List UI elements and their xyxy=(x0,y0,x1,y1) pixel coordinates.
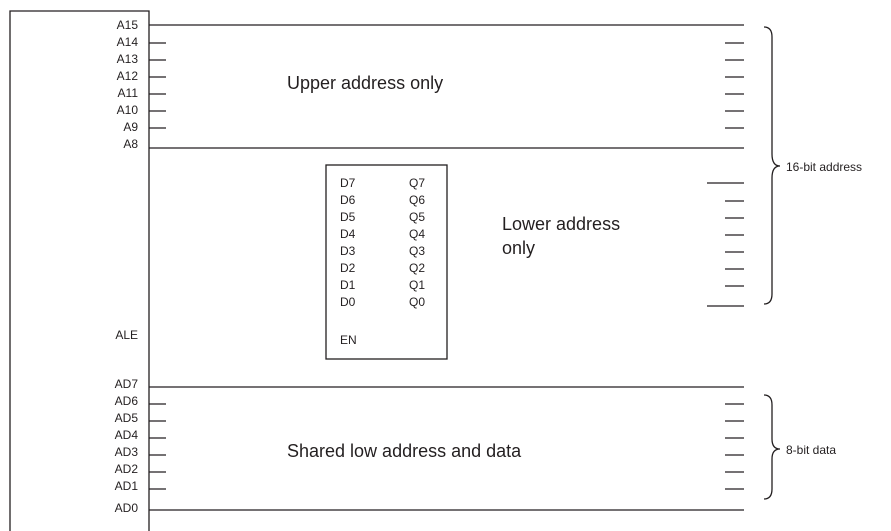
pin-label-a9: A9 xyxy=(123,120,138,134)
pin-label-a8: A8 xyxy=(123,137,138,151)
latch-pin-d4: D4 xyxy=(340,227,356,241)
latch-pin-d2: D2 xyxy=(340,261,356,275)
latch-pin-q6: Q6 xyxy=(409,193,425,207)
latch-pin-q7: Q7 xyxy=(409,176,425,190)
latch-pin-q5: Q5 xyxy=(409,210,425,224)
data-pins: AD7 AD6 AD5 AD4 AD3 AD2 AD1 AD0 Shared l… xyxy=(115,377,744,515)
pin-label-ale: ALE xyxy=(115,328,138,342)
latch-pin-d0: D0 xyxy=(340,295,356,309)
latch-pin-en: EN xyxy=(340,333,357,347)
pin-label-ad0: AD0 xyxy=(115,501,139,515)
latch-pin-d5: D5 xyxy=(340,210,356,224)
pin-label-ad7: AD7 xyxy=(115,377,139,391)
latch-pin-q1: Q1 xyxy=(409,278,425,292)
latch-pin-q3: Q3 xyxy=(409,244,425,258)
pin-label-a10: A10 xyxy=(117,103,139,117)
latch-pin-q0: Q0 xyxy=(409,295,425,309)
address-brace-label: 16-bit address xyxy=(786,160,862,174)
latch-pin-d3: D3 xyxy=(340,244,356,258)
latch-pin-d6: D6 xyxy=(340,193,356,207)
upper-address-label: Upper address only xyxy=(287,73,443,93)
lower-address-label-line1: Lower address xyxy=(502,214,620,234)
latch-pin-d1: D1 xyxy=(340,278,356,292)
latch-box xyxy=(325,164,448,360)
pin-label-ad2: AD2 xyxy=(115,462,139,476)
address-latch: D7 D6 D5 D4 D3 D2 D1 D0 Q7 Q6 Q5 Q4 Q3 Q… xyxy=(325,164,448,360)
pin-label-ad5: AD5 xyxy=(115,411,139,425)
address-brace xyxy=(763,26,781,305)
pin-label-a13: A13 xyxy=(117,52,139,66)
pin-label-ad6: AD6 xyxy=(115,394,139,408)
latch-pin-q4: Q4 xyxy=(409,227,425,241)
pin-label-a15: A15 xyxy=(117,18,139,32)
lower-address-label-line2: only xyxy=(502,238,535,258)
pin-label-a11: A11 xyxy=(118,86,139,100)
cpu-body-outline xyxy=(9,10,150,531)
latch-pin-q2: Q2 xyxy=(409,261,425,275)
pin-label-a12: A12 xyxy=(117,69,139,83)
pin-label-ad4: AD4 xyxy=(115,428,139,442)
data-brace-label: 8-bit data xyxy=(786,443,836,457)
latch-pin-d7: D7 xyxy=(340,176,356,190)
upper-address-pins: A15 A14 A13 A12 A11 A10 A9 A8 Upper addr… xyxy=(117,18,744,151)
lower-address-lines: Lower address only xyxy=(502,182,744,307)
data-brace xyxy=(763,394,781,500)
pin-label-a14: A14 xyxy=(117,35,139,49)
pin-label-ad1: AD1 xyxy=(115,479,139,493)
pin-label-ad3: AD3 xyxy=(115,445,139,459)
shared-label: Shared low address and data xyxy=(287,441,522,461)
